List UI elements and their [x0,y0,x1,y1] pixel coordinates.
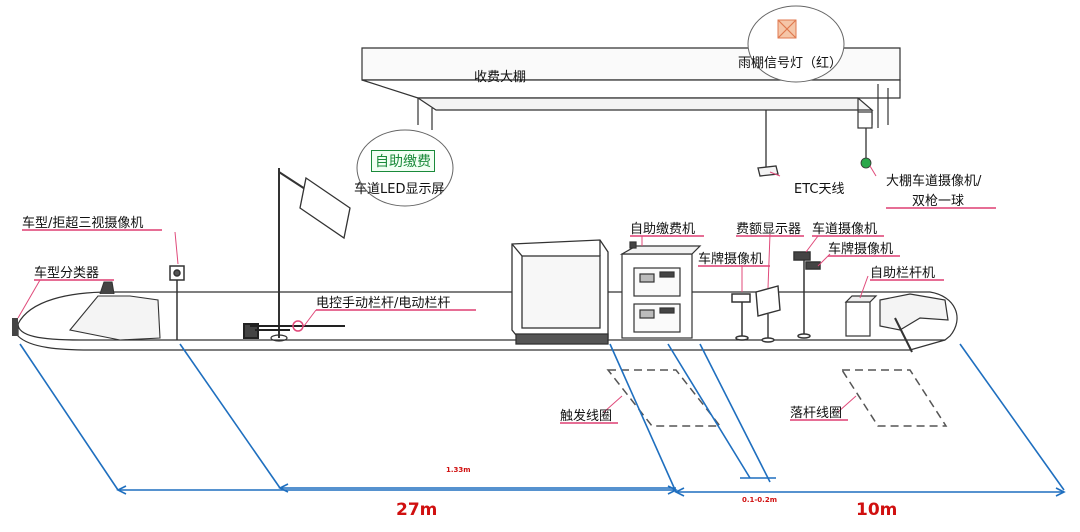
label-plate-camera-1: 车牌摄像机 [698,252,764,267]
dimension-total-left: 27m [396,500,438,520]
leader-lines [17,165,877,413]
underline-plate-camera-1 [698,265,770,267]
label-canopy-camera-1: 大棚车道摄像机/ [886,174,982,189]
barrier-arm [243,320,345,339]
label-fee-display: 费额显示器 [736,222,802,237]
underline-lane-camera [812,235,884,237]
self-pay-machine [619,241,702,339]
canopy-camera-ball [860,128,872,169]
auto-barrier-machine [844,293,949,353]
fee-display-board [755,285,781,343]
label-vehicle-camera: 车型/拒超三视摄像机 [22,216,144,231]
underline-drop-coil [790,419,848,421]
plate-camera-post [731,293,751,341]
label-drop-coil: 落杆线圈 [790,406,843,421]
label-canopy-signal: 雨棚信号灯（红） [738,56,843,71]
dimension-gap: 0.1-0.2m [742,496,777,504]
label-vehicle-classifier: 车型分类器 [34,266,100,281]
drop-coil [840,369,948,427]
underline-vehicle-classifier [34,279,114,281]
label-barrier: 电控手动栏杆/电动栏杆 [316,296,451,311]
label-led-screen: 车道LED显示屏 [354,182,445,197]
label-canopy-camera-2: 双枪一球 [912,194,965,209]
underline-self-pay-machine [630,235,704,237]
underline-trigger-coil [560,422,618,424]
underline-auto-barrier [870,279,944,281]
led-sign-pole [270,168,351,342]
label-plate-camera-2: 车牌摄像机 [828,242,894,257]
underline-vehicle-camera [22,229,162,231]
toll-booth [511,239,609,345]
vehicle-classifier [68,281,161,341]
underline-canopy-camera [886,207,996,209]
vehicle-camera-pole [169,265,185,340]
label-trigger-coil: 触发线圈 [560,409,613,424]
label-auto-barrier: 自助栏杆机 [870,266,936,281]
label-self-pay-machine: 自助缴费机 [630,222,696,237]
underline-fee-display [736,235,804,237]
led-sign-text: 自助缴费 [371,150,435,172]
lane-camera-pole [793,251,821,339]
etc-antenna [757,110,779,177]
dimension-lines [19,343,1066,497]
underline-barrier [316,309,476,311]
label-lane-camera: 车道摄像机 [812,222,878,237]
dimension-right: 10m [856,500,898,520]
label-canopy: 收费大棚 [474,70,527,85]
dimension-inner: 1.33m [446,466,471,474]
trigger-coil [606,369,722,427]
underline-plate-camera-2 [828,255,900,257]
label-etc-antenna: ETC天线 [794,182,845,197]
canopy-signal-light [747,5,845,83]
